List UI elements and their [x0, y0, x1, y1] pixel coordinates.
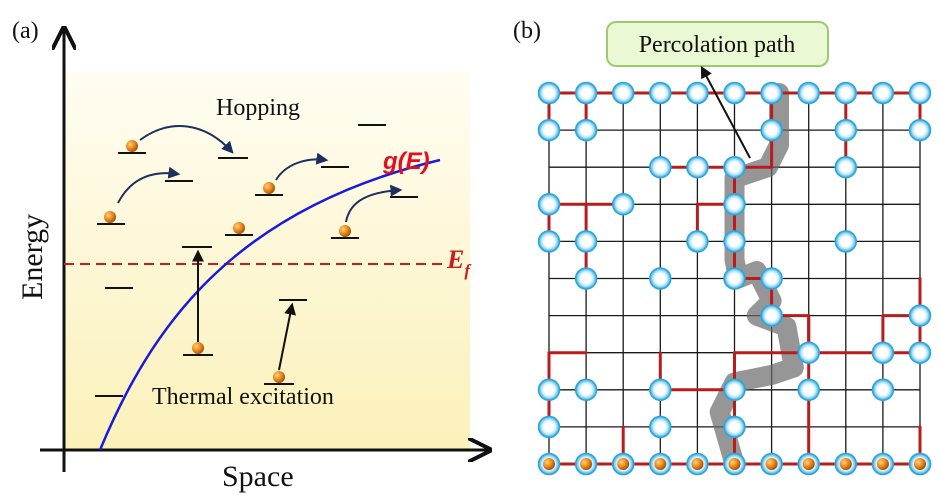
lattice-site [649, 267, 672, 290]
lattice-site [760, 304, 783, 327]
lattice-site [723, 230, 746, 253]
lattice-site [834, 155, 858, 179]
panel-b-label: (b) [513, 18, 541, 44]
lattice-site [908, 304, 932, 327]
electron [273, 371, 285, 383]
lattice-site [574, 267, 598, 290]
lattice-site [537, 193, 561, 216]
panel-a-background [64, 72, 470, 450]
electron [914, 458, 926, 470]
lattice-site [723, 193, 746, 216]
electron [654, 458, 667, 470]
panel-a-label: (a) [12, 18, 39, 44]
electron [580, 458, 593, 470]
lattice-site [649, 81, 672, 105]
y-axis-label: Energy [16, 214, 49, 300]
hopping-label: Hopping [216, 95, 300, 121]
lattice-site [574, 118, 598, 142]
lattice-site [834, 118, 858, 142]
percolation-callout [606, 21, 829, 67]
lattice-site [537, 378, 561, 402]
lattice-site [760, 81, 783, 105]
lattice-site [871, 341, 895, 364]
hop-arrow [275, 152, 329, 181]
lattice-site [908, 81, 932, 105]
lattice-site [537, 230, 561, 253]
electron [104, 211, 116, 223]
electron [691, 458, 704, 470]
thermal-arrow [278, 302, 297, 371]
lattice-site [611, 81, 635, 105]
lattice-site [649, 378, 672, 402]
electron [617, 458, 630, 470]
electron [126, 140, 138, 152]
lattice-site [723, 267, 746, 290]
lattice-site [686, 155, 709, 179]
lattice-site [537, 81, 561, 105]
lattice-site [723, 415, 746, 439]
electron [876, 458, 889, 470]
lattice-site [871, 378, 895, 402]
lattice-site [723, 378, 746, 402]
lattice-site [797, 81, 820, 105]
lattice-site [537, 118, 561, 142]
electron [339, 225, 351, 237]
electron [233, 222, 245, 234]
lattice-site [908, 341, 932, 364]
energy-levels [95, 124, 418, 397]
electron [839, 458, 852, 470]
lattice-site [760, 118, 783, 142]
lattice-site [649, 415, 672, 439]
hop-arrow [139, 125, 234, 154]
dos-label: g(E) [382, 148, 430, 175]
hop-arrow [345, 184, 403, 223]
electrons [104, 140, 351, 383]
fermi-label: Ef [446, 245, 472, 280]
panel-b: (b) Percolation path [513, 18, 932, 476]
callout-arrow [700, 65, 751, 159]
hopping-arrows [117, 125, 403, 223]
lattice-site [537, 415, 561, 439]
lattice-site [574, 378, 598, 402]
x-axis-label: Space [222, 460, 294, 493]
lattice-site [908, 118, 932, 142]
lattice-site [574, 81, 598, 105]
lattice-site [686, 81, 709, 105]
panel-a: (a) Hopping g(E) Ef Thermal excitation S… [12, 18, 488, 493]
lattice-site [723, 155, 746, 179]
electron [728, 458, 741, 470]
lattice-site [649, 155, 672, 179]
lattice-site [834, 230, 858, 253]
lattice-site [871, 81, 895, 105]
lattice-site [797, 378, 820, 402]
hop-arrow [117, 166, 181, 204]
lattice-site [686, 230, 709, 253]
thermal-excitation-label: Thermal excitation [152, 384, 334, 410]
lattice-site [797, 341, 820, 364]
electron [765, 458, 778, 470]
lattice-site [834, 81, 858, 105]
lattice [537, 81, 932, 476]
percolation-path-label: Percolation path [639, 32, 796, 58]
lattice-site [611, 193, 635, 216]
dos-curve [98, 158, 441, 451]
electron [543, 458, 555, 470]
electron [802, 458, 815, 470]
lattice-site [723, 81, 746, 105]
lattice-site [574, 230, 598, 253]
lattice-site [760, 267, 783, 290]
electron [263, 182, 275, 194]
electron [192, 342, 204, 354]
